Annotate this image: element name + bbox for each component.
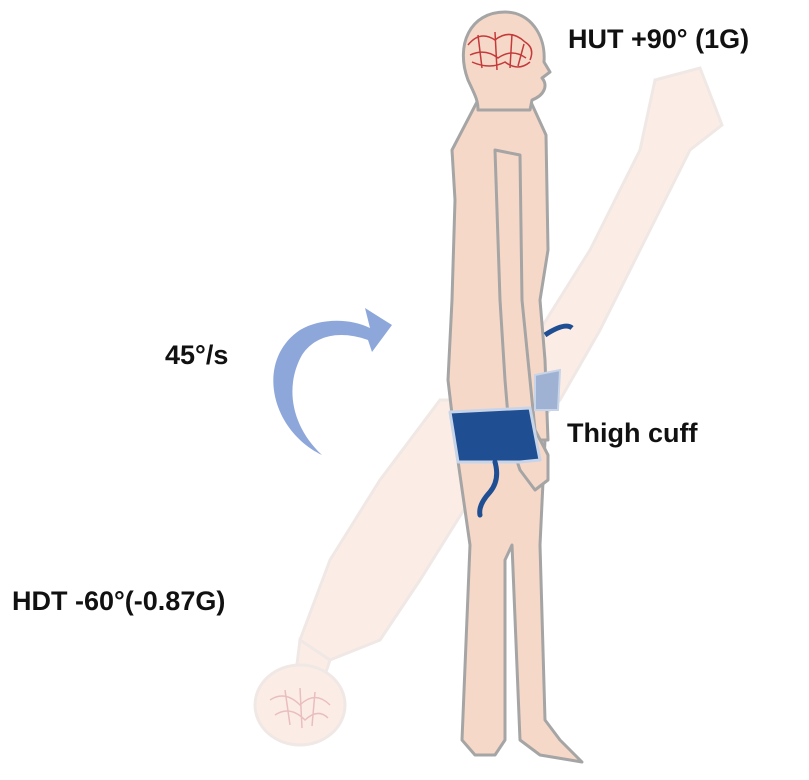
figure-head	[463, 12, 550, 110]
figure-legs	[455, 440, 582, 762]
thigh-cuff-label: Thigh cuff	[567, 418, 697, 449]
curved-arrow-icon	[273, 308, 392, 455]
rotation-arrow-icon	[273, 308, 392, 455]
cuff-band	[450, 408, 540, 462]
rotation-rate-label: 45°/s	[165, 340, 228, 371]
cuff-back-band	[535, 370, 560, 410]
hut-label: HUT +90° (1G)	[568, 24, 749, 55]
hdt-label: HDT -60°(-0.87G)	[12, 586, 225, 617]
